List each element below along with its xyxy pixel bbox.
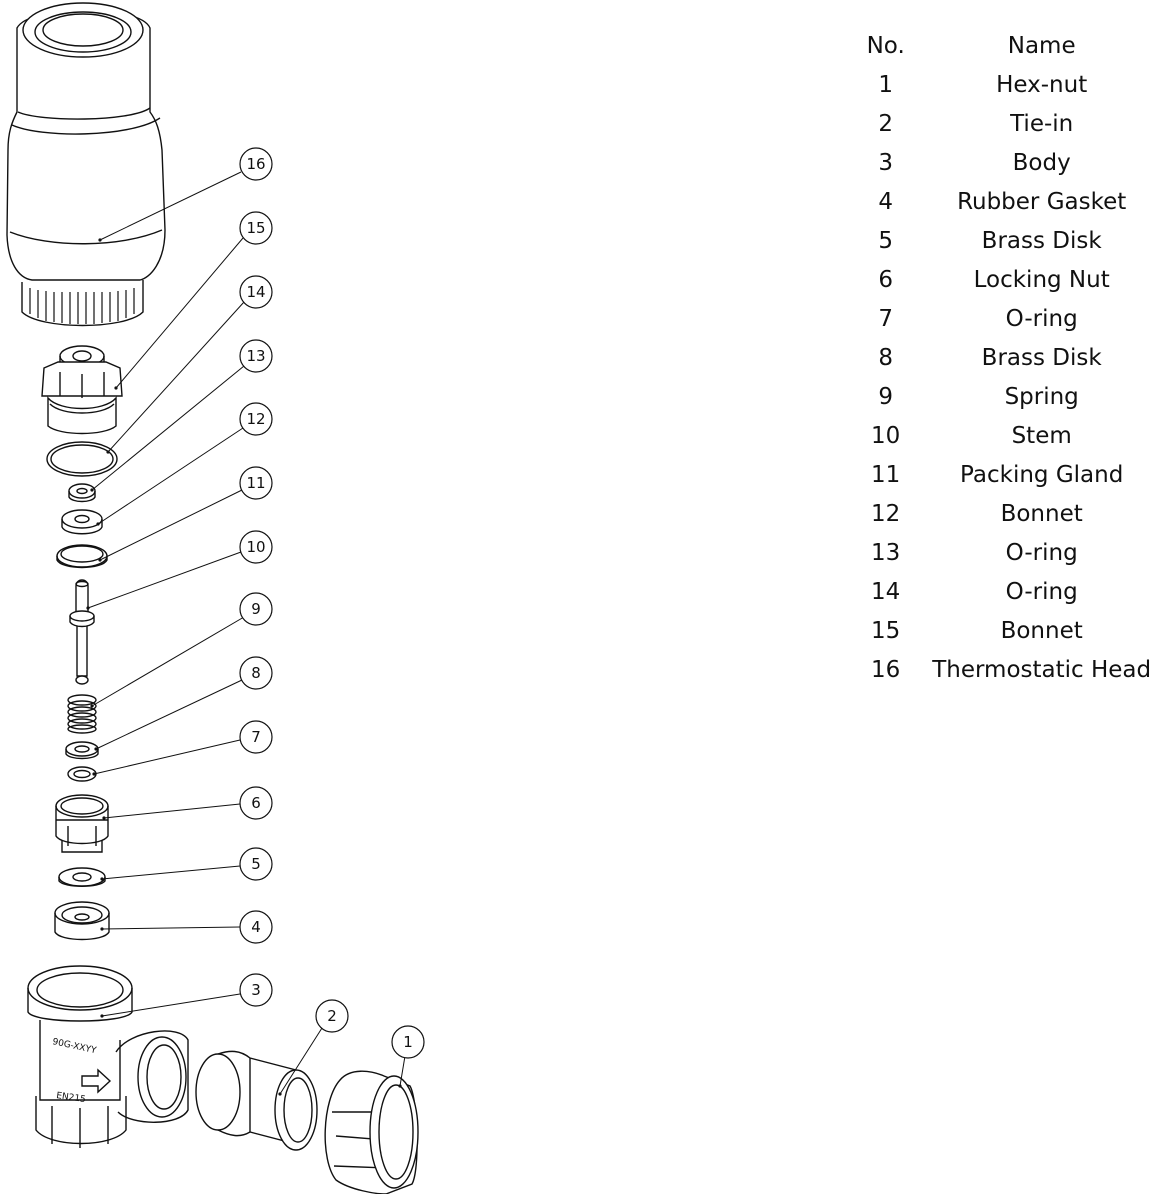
part-rubber-gasket [54,901,110,941]
part-number: 2 [878,110,893,137]
table-row: 1 Hex-nut [852,65,1164,104]
part-number: 8 [878,344,893,371]
part-name: Stem [1011,422,1072,449]
parts-table: No. Name 1 Hex-nut 2 Tie-in 3 Body 4 Rubber … [852,26,1164,689]
part-name: Bonnet [1000,500,1083,527]
part-bonnet-washer [61,509,103,535]
part-number: 16 [871,656,901,683]
callout-9: 9 [251,600,261,618]
part-name: Rubber Gasket [957,188,1127,215]
callout-11: 11 [246,474,265,492]
part-name: Thermostatic Head [932,656,1152,683]
callout-6: 6 [251,794,261,812]
header-name: Name [1007,32,1076,59]
table-row: 16 Thermostatic Head [852,650,1164,689]
table-row: 9 Spring [852,377,1164,416]
callout-8: 8 [251,664,261,682]
part-number: 15 [871,617,901,644]
body-marking-code: 90G-XXYY [51,1037,97,1056]
part-number: 5 [878,227,893,254]
part-number: 1 [878,71,893,98]
part-name: Hex-nut [996,71,1088,98]
part-name: Spring [1004,383,1079,410]
part-o-ring-13 [68,483,96,503]
header-no: No. [866,32,905,59]
part-spring [67,694,97,734]
callout-7: 7 [251,728,261,746]
part-number: 4 [878,188,893,215]
callout-4: 4 [251,918,261,936]
body-marking-standard: EN215 [56,1091,87,1105]
part-o-ring-7 [67,766,97,782]
table-row: 7 O-ring [852,299,1164,338]
part-name: Brass Disk [981,227,1102,254]
part-number: 7 [878,305,893,332]
part-bonnet-upper [41,345,123,435]
part-valve-body [27,965,189,1148]
table-row: 6 Locking Nut [852,260,1164,299]
exploded-valve-diagram: 90G-XXYY EN215 16 15 14 13 12 11 10 9 8 … [6,2,425,1194]
table-row: 14 O-ring [852,572,1164,611]
part-name: Tie-in [1010,110,1074,137]
part-hex-nut [324,1070,419,1194]
part-tie-in [195,1050,318,1151]
part-name: Bonnet [1000,617,1083,644]
table-row: 12 Bonnet [852,494,1164,533]
callout-14: 14 [246,283,265,301]
part-name: Body [1012,149,1071,176]
table-row: 5 Brass Disk [852,221,1164,260]
part-number: 3 [878,149,893,176]
part-locking-nut [55,794,109,853]
part-number: 14 [871,578,901,605]
part-brass-disk-8 [65,741,99,760]
part-name: O-ring [1005,305,1078,332]
part-number: 6 [878,266,893,293]
callout-3: 3 [251,981,261,999]
table-row: 11 Packing Gland [852,455,1164,494]
table-row: 13 O-ring [852,533,1164,572]
callout-12: 12 [246,410,265,428]
part-name: Locking Nut [973,266,1110,293]
part-number: 12 [871,500,901,527]
callout-10: 10 [246,538,265,556]
callout-1: 1 [403,1033,413,1051]
table-row: 3 Body [852,143,1164,182]
callout-13: 13 [246,347,265,365]
part-name: Brass Disk [981,344,1102,371]
part-packing-gland [56,544,108,569]
part-name: O-ring [1005,539,1078,566]
table-row: 15 Bonnet [852,611,1164,650]
part-number: 10 [871,422,901,449]
table-row: 8 Brass Disk [852,338,1164,377]
part-number: 9 [878,383,893,410]
part-stem [69,579,95,685]
part-number: 11 [871,461,901,488]
parts-table-header: No. Name [852,26,1164,65]
callout-5: 5 [251,855,261,873]
callout-16: 16 [246,155,265,173]
part-brass-disk-5 [58,867,106,887]
table-row: 10 Stem [852,416,1164,455]
part-o-ring-14 [46,441,118,477]
part-number: 13 [871,539,901,566]
callout-2: 2 [327,1007,337,1025]
part-name: O-ring [1005,578,1078,605]
part-thermostatic-head [6,2,166,327]
table-row: 2 Tie-in [852,104,1164,143]
callout-15: 15 [246,219,265,237]
table-row: 4 Rubber Gasket [852,182,1164,221]
part-name: Packing Gland [960,461,1124,488]
